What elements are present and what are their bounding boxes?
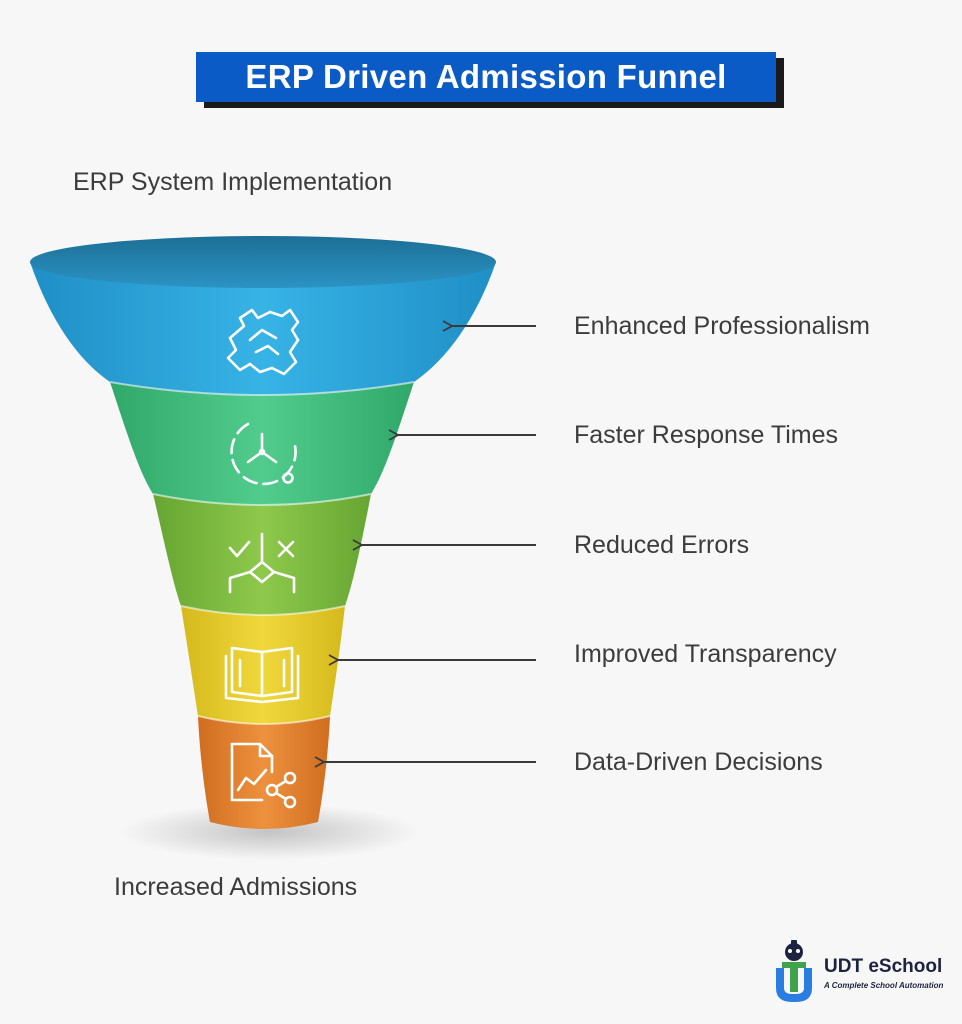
stage-divider [180,605,346,616]
logo-mark-icon [776,940,812,1002]
logo-tagline: A Complete School Automation [824,981,944,990]
handshake-icon [226,308,300,376]
stage-divider [152,493,372,506]
stage-label-3: Reduced Errors [574,531,750,559]
chart-document-icon [230,742,297,809]
stage-divider [197,715,331,725]
stage-label-1: Enhanced Professionalism [574,312,870,340]
udt-eschool-logo: UDT eSchool A Complete School Automation [770,938,950,1008]
funnel-shadow [120,804,420,860]
funnel-rim [30,236,496,288]
bottom-label: Increased Admissions [114,873,358,901]
top-label: ERP System Implementation [73,168,393,196]
stage-divider [109,381,415,396]
decision-check-cross-icon [228,532,296,594]
logo-name: UDT eSchool [824,956,943,977]
stage-label-5: Data-Driven Decisions [574,748,823,776]
funnel-stage-1 [30,262,496,395]
page-title: ERP Driven Admission Funnel [196,52,776,102]
stage-label-2: Faster Response Times [574,421,838,449]
stage-label-4: Improved Transparency [574,640,837,668]
title-banner: ERP Driven Admission Funnel [196,52,784,108]
clock-icon [230,422,297,486]
open-book-icon [224,646,300,704]
